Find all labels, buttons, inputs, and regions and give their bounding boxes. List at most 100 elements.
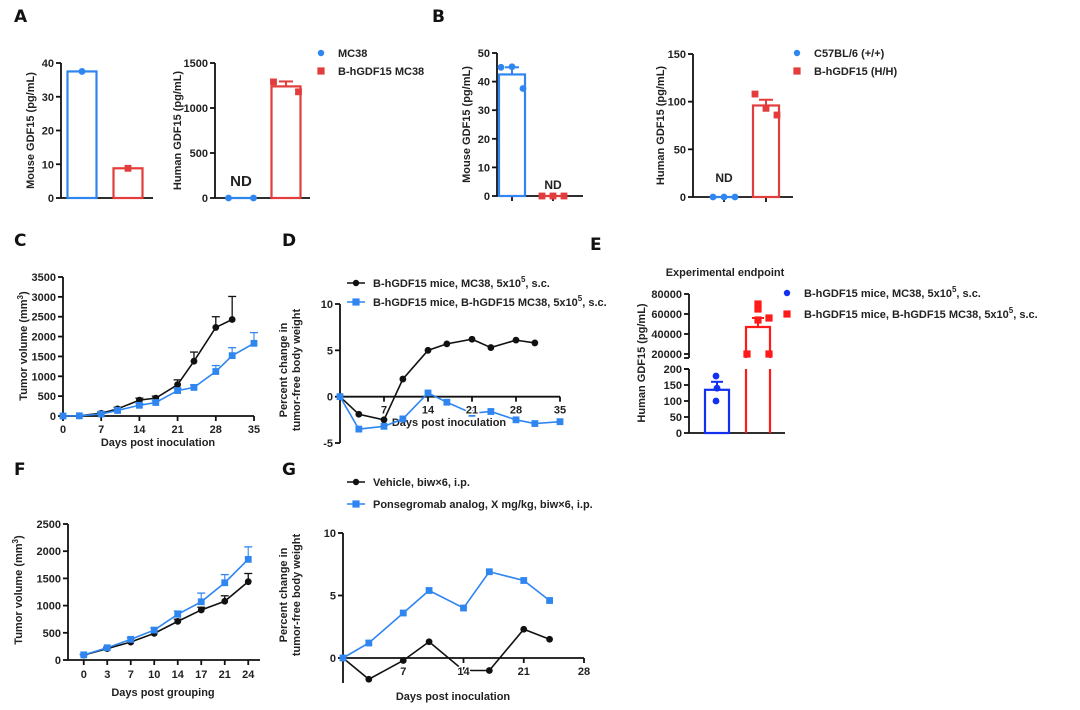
data-point [221,597,229,605]
series-1 [339,568,553,662]
y-axis-title: Human GDF15 (pg/mL) [655,66,667,186]
data-point [468,335,476,343]
legend-label-text: Ponsegromab analog, X mg/kg, biw×6, i.p. [373,499,593,511]
y-tick-label: 3000 [32,292,56,304]
data-point [520,625,528,633]
legend-label-end: , s.c. [582,297,606,309]
bar [112,167,144,200]
y-tick-label: 5 [327,345,333,357]
data-point [339,654,347,662]
y-tick-label: 0 [327,392,333,404]
series-0 [59,295,237,420]
legend-marker [352,298,360,306]
data-point [560,192,568,200]
y-tick-label: 2000 [37,546,61,558]
data-point [751,90,759,98]
panel-letter: D [282,231,296,251]
nd-label: ND [230,173,252,190]
bar [66,70,98,200]
legend-label-text: B-hGDF15 mice, MC38, 5x10 [373,278,521,290]
legend-marker [352,478,360,486]
y-axis-title: Human GDF15 (pg/mL) [636,303,648,423]
data-point [221,579,229,587]
legend-label: Ponsegromab analog, X mg/kg, biw×6, i.p. [373,499,593,511]
panel-letter: C [14,231,26,251]
series-line [62,318,233,417]
x-tick-label: 7 [381,405,387,417]
data-point [531,339,539,347]
y-axis-title-line: tumor-free body weight [291,534,303,657]
x-tick-label: 21 [518,666,530,678]
data-point [355,425,363,433]
data-point [424,389,432,397]
y-tick-label: 100 [664,396,682,408]
data-point [508,63,516,71]
data-point [538,192,546,200]
y-tick-label: 0 [48,193,54,205]
y-axis-title-text: Human GDF15 (pg/mL) [636,303,648,423]
legend-marker [783,310,791,318]
data-point [136,396,143,404]
y-tick-label: 1500 [32,351,56,363]
data-point [365,639,373,647]
series-line [339,338,535,421]
data-point [250,339,258,347]
bar [751,104,781,199]
data-point [720,193,728,201]
data-point [295,88,302,96]
y-axis-title-text: Mouse GDF15 (pg/mL) [461,66,473,183]
data-point [75,412,83,420]
y-tick-label: 20 [42,126,54,138]
data-point [549,192,557,200]
y-tick-label: 50 [478,48,490,60]
y-tick-label: 20000 [651,349,682,361]
legend-label: B-hGDF15 mice, B-hGDF15 MC38, 5x105, s.c… [804,306,1038,321]
y-tick-label: 40000 [651,329,682,341]
data-point [103,644,111,652]
y-tick-label: 0 [330,653,336,665]
series-1 [79,546,253,659]
data-point [124,164,132,172]
x-tick-label: 24 [242,669,255,681]
data-point [765,314,773,322]
data-point [399,657,407,664]
x-tick-label: 14 [422,405,435,417]
bar [270,85,302,200]
data-point [244,555,252,563]
data-point [270,78,277,86]
y-axis-title: Mouse GDF15 (pg/mL) [25,72,37,189]
x-tick-label: 17 [195,669,207,681]
y-tick-label: 0 [676,428,682,440]
data-point [152,399,160,406]
y-tick-label: 1500 [184,58,208,70]
chart-title: Experimental endpoint [666,267,785,279]
legend-label: B-hGDF15 mice, MC38, 5x105, s.c. [804,285,981,300]
data-point [174,381,182,389]
series-1 [59,331,258,420]
data-point [425,587,433,594]
y-tick-label: 150 [664,380,682,392]
data-point [212,368,220,375]
y-tick-label: 10 [478,162,490,174]
data-point [197,606,205,614]
data-point [468,409,476,417]
bar [497,73,527,198]
data-point [59,412,67,420]
y-axis-title-end: ) [13,535,25,539]
y-tick-label: -5 [323,438,333,450]
nd-label: ND [544,178,562,192]
legend-label: B-hGDF15 mice, B-hGDF15 MC38, 5x105, s.c… [373,294,607,309]
series-line [83,558,249,656]
data-point [80,651,88,659]
y-axis-title-text: Mouse GDF15 (pg/mL) [25,72,37,189]
data-point [399,375,407,383]
y-tick-label: 20 [478,134,490,146]
y-tick-label: 0 [55,655,61,667]
data-point [136,401,143,409]
y-tick-label: 0 [50,411,56,423]
data-point [78,68,86,75]
y-tick-label: 60000 [651,309,682,321]
series-line [342,570,551,659]
